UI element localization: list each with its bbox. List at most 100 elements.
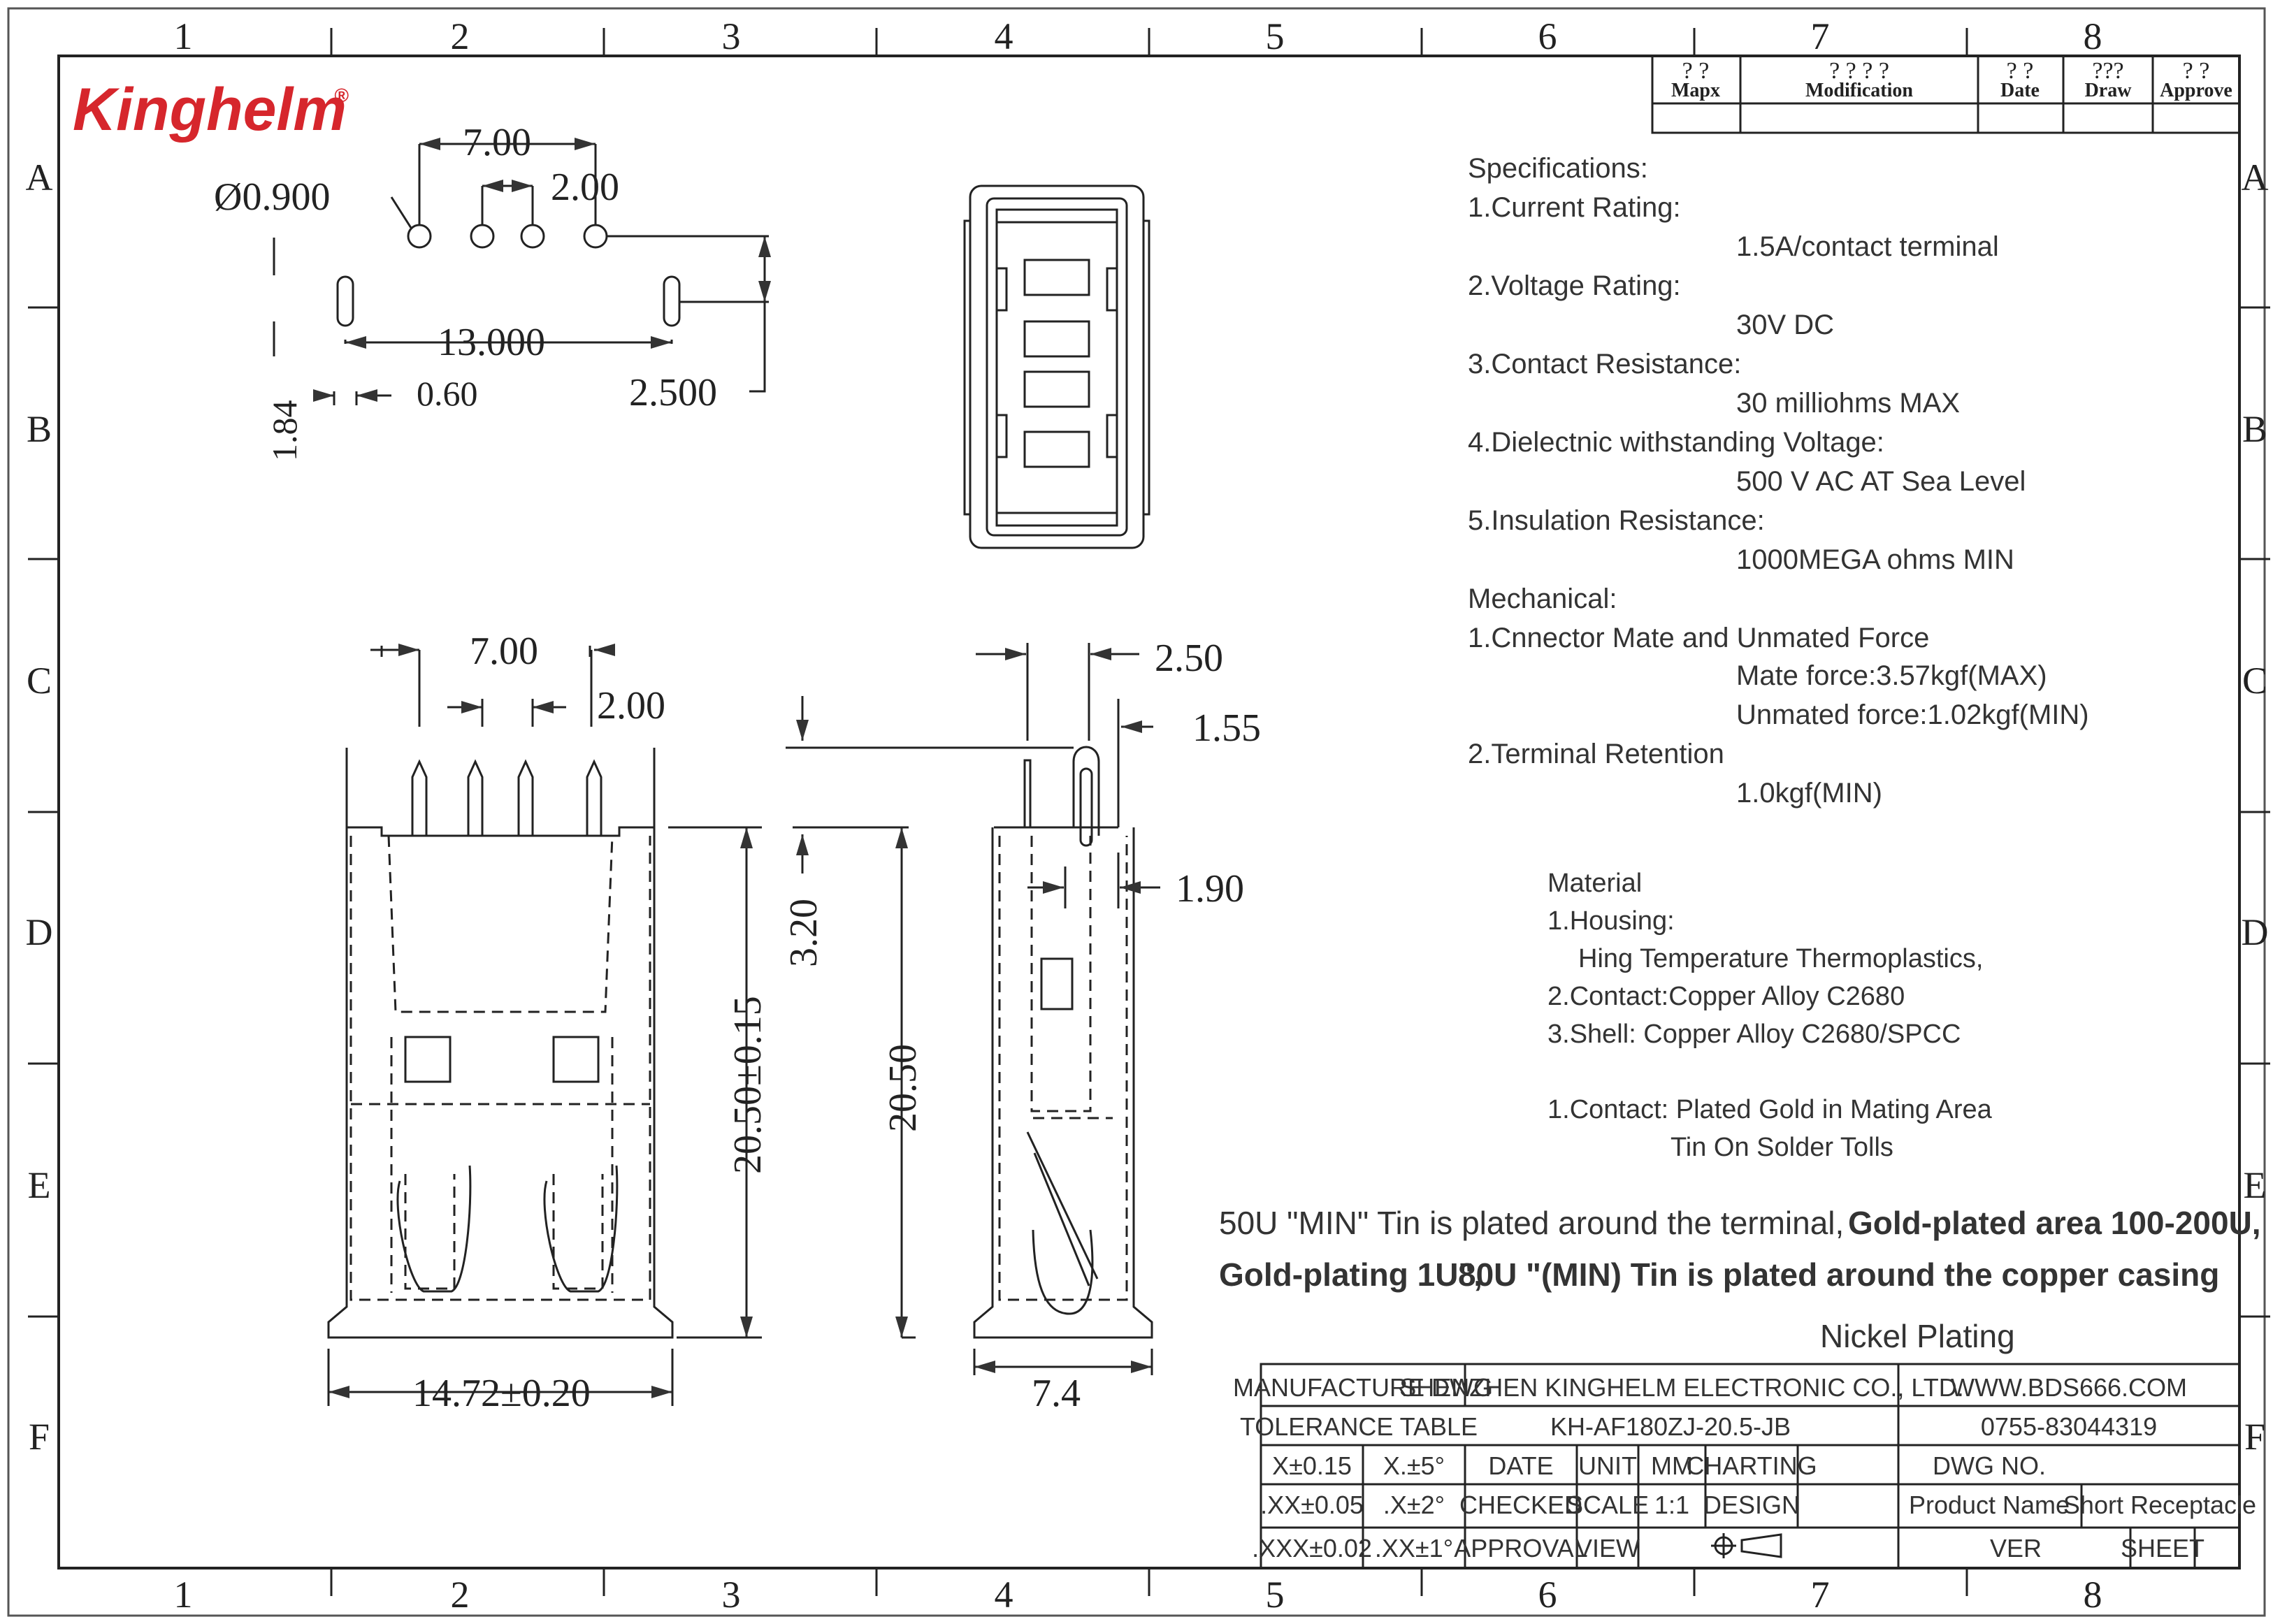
tb-scale-val: 1:1 xyxy=(1654,1491,1689,1519)
projection-symbol-icon xyxy=(1711,1533,1782,1558)
plating-line-3: Nickel Plating xyxy=(1820,1318,2015,1354)
row-dividers xyxy=(28,306,2270,1318)
revision-mark: ??? xyxy=(2092,58,2123,84)
col-label: 1 xyxy=(174,1574,193,1616)
spec-line: 5.Insulation Resistance: xyxy=(1468,505,1765,536)
tb-tol-x: X±0.15 xyxy=(1272,1451,1352,1480)
tb-approval: APPROVAL xyxy=(1454,1534,1587,1563)
side-view-dims: 2.50 1.55 1.90 7.4 3.20 20.50 xyxy=(782,637,1261,1415)
plating-notes: 50U "MIN" Tin is plated around the termi… xyxy=(1219,1205,2261,1354)
title-block-grid xyxy=(1260,1363,2241,1569)
col-label: 6 xyxy=(1538,1574,1557,1616)
tb-checked: CHECKED xyxy=(1459,1491,1582,1519)
row-label: A xyxy=(26,157,53,198)
spec-line: 1.Cnnector Mate and Unmated Force xyxy=(1468,623,1929,653)
dim-pcb-slot-w: 0.60 xyxy=(417,374,478,413)
col-label: 7 xyxy=(1811,1574,1830,1616)
col-label: 7 xyxy=(1811,15,1830,57)
dim-front-width: 14.72±0.20 xyxy=(412,1372,591,1415)
row-labels-left: A B C D E F xyxy=(26,157,53,1458)
tb-company: SHENZHEN KINGHELM ELECTRONIC CO., LTD. xyxy=(1399,1373,1963,1402)
title-block-text: MANUFACTURE DWG SHENZHEN KINGHELM ELECTR… xyxy=(1233,1373,2256,1563)
plating-line-1a: 50U "MIN" Tin is plated around the termi… xyxy=(1219,1205,1844,1241)
row-label: B xyxy=(2242,408,2267,450)
row-label: F xyxy=(29,1416,50,1458)
dim-pcb-pitch-outer: 7.00 xyxy=(463,121,531,164)
row-label: E xyxy=(2244,1164,2267,1206)
svg-text:®: ® xyxy=(334,85,349,106)
row-label: C xyxy=(2242,660,2267,702)
row-label: F xyxy=(2244,1416,2265,1458)
tb-charting: CHARTING xyxy=(1686,1451,1817,1480)
kinghelm-logo: Kinghelm ® xyxy=(73,76,349,143)
tb-tol-xx: .XX±0.05 xyxy=(1260,1491,1364,1519)
dim-side-top1: 2.50 xyxy=(1155,637,1223,680)
tb-design: DESIGN xyxy=(1703,1491,1800,1519)
dim-side-tail: 1.90 xyxy=(1176,867,1244,911)
row-label: C xyxy=(27,660,52,702)
spec-line: 500 V AC AT Sea Level xyxy=(1736,466,2026,497)
material-block: Material 1.Housing: Hing Temperature The… xyxy=(1547,869,1993,1162)
material-line: 1.Contact: Plated Gold in Mating Area xyxy=(1547,1095,1993,1124)
spec-line: 30V DC xyxy=(1736,310,1834,340)
tb-phone: 0755-83044319 xyxy=(1981,1412,2157,1441)
col-label: 3 xyxy=(722,15,741,57)
tb-ver: VER xyxy=(1990,1534,2042,1563)
column-labels-top: 1 2 3 4 5 6 7 8 xyxy=(174,15,2102,57)
tb-tol-xxx: .XXX±0.02 xyxy=(1252,1534,1372,1563)
revision-mark: ? ? xyxy=(1682,58,1710,84)
dim-front-height: 20.50±0.15 xyxy=(726,996,770,1174)
col-label: 2 xyxy=(451,1574,470,1616)
spec-line: 30 milliohms MAX xyxy=(1736,388,1960,419)
col-label: 2 xyxy=(451,15,470,57)
spec-line: 1.0kgf(MIN) xyxy=(1736,778,1882,809)
tb-dwg-no: DWG NO. xyxy=(1933,1451,2046,1480)
dim-pcb-hole: Ø0.900 xyxy=(214,175,330,219)
material-line: 1.Housing: xyxy=(1547,906,1675,936)
plating-line-2a: Gold-plating 1U", xyxy=(1219,1256,1482,1293)
dim-side-base: 7.4 xyxy=(1032,1372,1081,1415)
revision-header: Modification xyxy=(1805,80,1913,101)
dim-side-top2: 1.55 xyxy=(1192,706,1261,750)
tb-scale: SCALE xyxy=(1566,1491,1649,1519)
revision-mark: ? ? xyxy=(2007,58,2034,84)
col-label: 6 xyxy=(1538,15,1557,57)
revision-marks: ? ? ? ? ? ? ? ? ??? ? ? xyxy=(1682,58,2210,84)
row-label: D xyxy=(2242,911,2269,953)
revision-mark: ? ? ? ? xyxy=(1829,58,1889,84)
revision-mark: ? ? xyxy=(2183,58,2210,84)
material-line: 3.Shell: Copper Alloy C2680/SPCC xyxy=(1547,1020,1961,1049)
spec-line: Specifications: xyxy=(1468,153,1648,184)
col-label: 5 xyxy=(1266,15,1285,57)
tb-view: VIEW xyxy=(1575,1534,1640,1563)
col-label: 4 xyxy=(995,15,1013,57)
tb-unit-val: MM xyxy=(1651,1451,1693,1480)
column-labels-bottom: 1 2 3 4 5 6 7 8 xyxy=(174,1574,2102,1616)
col-label: 1 xyxy=(174,15,193,57)
front-view xyxy=(327,644,762,1406)
revision-header: Date xyxy=(2000,80,2040,101)
plating-line-2b: 80U "(MIN) Tin is plated around the copp… xyxy=(1458,1256,2219,1293)
material-line: 2.Contact:Copper Alloy C2680 xyxy=(1547,982,1905,1011)
dim-front-pitch-inner: 2.00 xyxy=(597,684,665,727)
dim-side-height: 20.50 xyxy=(881,1044,925,1132)
spec-line: 1.Current Rating: xyxy=(1468,192,1681,223)
row-label: B xyxy=(27,408,52,450)
dim-pcb-pitch-inner: 2.00 xyxy=(551,166,619,209)
drawing-frame: 1 2 3 4 5 6 7 8 1 2 3 4 5 6 7 8 A B C D … xyxy=(7,7,2270,1617)
col-label: 8 xyxy=(2084,15,2102,57)
column-dividers xyxy=(330,28,1968,1596)
material-line: Material xyxy=(1547,869,1642,898)
row-label: E xyxy=(28,1164,51,1206)
top-view xyxy=(963,184,1150,549)
material-line: Hing Temperature Thermoplastics, xyxy=(1578,944,1983,973)
spec-line: 1.5A/contact terminal xyxy=(1736,231,1999,262)
revision-header: Draw xyxy=(2085,80,2133,101)
tb-date: DATE xyxy=(1488,1451,1553,1480)
plating-line-1b: Gold-plated area 100-200U, xyxy=(1848,1205,2261,1241)
spec-line: 4.Dielectnic withstanding Voltage: xyxy=(1468,427,1884,458)
spec-line: 2.Terminal Retention xyxy=(1468,739,1724,769)
tb-tolerance-table: TOLERANCE TABLE xyxy=(1240,1412,1478,1441)
tb-tol-xxang: .X±2° xyxy=(1383,1491,1445,1519)
dim-side-pin: 3.20 xyxy=(782,899,825,967)
